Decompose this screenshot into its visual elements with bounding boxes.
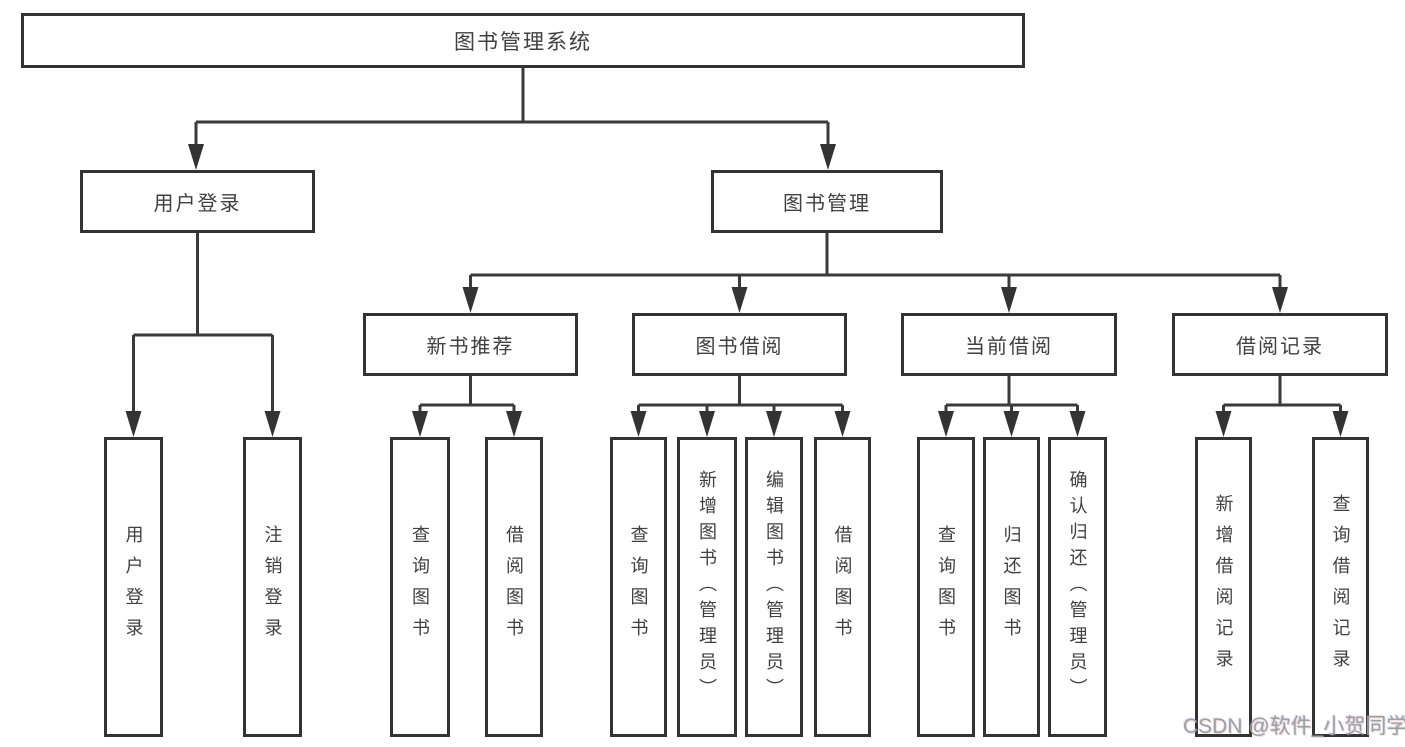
arrow-down-icon [938, 411, 954, 437]
leaf-edit-book-admin: 编辑图书（管理员） [745, 437, 803, 737]
node-book-borrow: 图书借阅 [632, 313, 847, 376]
leaf-add-book-admin: 新增图书（管理员） [677, 437, 737, 737]
leaf-query-books-current: 查询图书 [917, 437, 975, 737]
connector-records-subtree [1222, 376, 1342, 413]
arrow-down-icon [630, 411, 647, 437]
leaf-add-borrow-record: 新增借阅记录 [1195, 437, 1252, 737]
node-user-login: 用户登录 [80, 170, 315, 233]
arrow-down-icon [834, 411, 851, 437]
arrow-down-icon [1215, 411, 1232, 437]
leaf-query-books-newbook: 查询图书 [390, 437, 450, 737]
arrow-down-icon [1003, 411, 1020, 437]
node-new-book-recommend: 新书推荐 [363, 313, 578, 376]
connector-current-subtree [944, 376, 1079, 413]
leaf-borrow-books-newbook: 借阅图书 [485, 437, 543, 737]
leaf-query-books-borrow: 查询图书 [610, 437, 667, 737]
node-current-borrow: 当前借阅 [901, 313, 1117, 376]
arrow-down-icon [462, 287, 479, 313]
leaf-logout: 注销登录 [243, 437, 302, 737]
arrow-down-icon [1069, 411, 1086, 437]
arrow-down-icon [820, 144, 836, 170]
arrow-down-icon [699, 411, 715, 437]
connector-newbook-subtree [418, 376, 516, 413]
csdn-watermark: CSDN @软件_小贺同学 [1183, 715, 1405, 738]
arrow-down-icon [125, 411, 142, 437]
node-book-management: 图书管理 [711, 170, 943, 233]
connector-management-subtree [469, 233, 1282, 289]
arrow-down-icon [1001, 287, 1017, 313]
leaf-return-book: 归还图书 [983, 437, 1040, 737]
leaf-confirm-return-admin: 确认归还（管理员） [1048, 437, 1107, 737]
arrow-down-icon [1272, 287, 1288, 313]
arrow-down-icon [264, 411, 281, 437]
node-borrow-records: 借阅记录 [1172, 313, 1388, 376]
arrow-down-icon [506, 411, 522, 437]
arrow-down-icon [188, 144, 204, 170]
arrow-down-icon [766, 411, 782, 437]
connector-root [194, 68, 830, 147]
node-root-system: 图书管理系统 [21, 13, 1025, 68]
connector-login-subtree [132, 233, 274, 413]
leaf-borrow-books-borrow: 借阅图书 [814, 437, 871, 737]
leaf-query-borrow-record: 查询借阅记录 [1312, 437, 1369, 737]
arrow-down-icon [1332, 411, 1349, 437]
arrow-down-icon [731, 287, 748, 313]
arrow-down-icon [412, 411, 428, 437]
connector-borrow-subtree [637, 376, 844, 413]
leaf-user-login: 用户登录 [104, 437, 163, 737]
